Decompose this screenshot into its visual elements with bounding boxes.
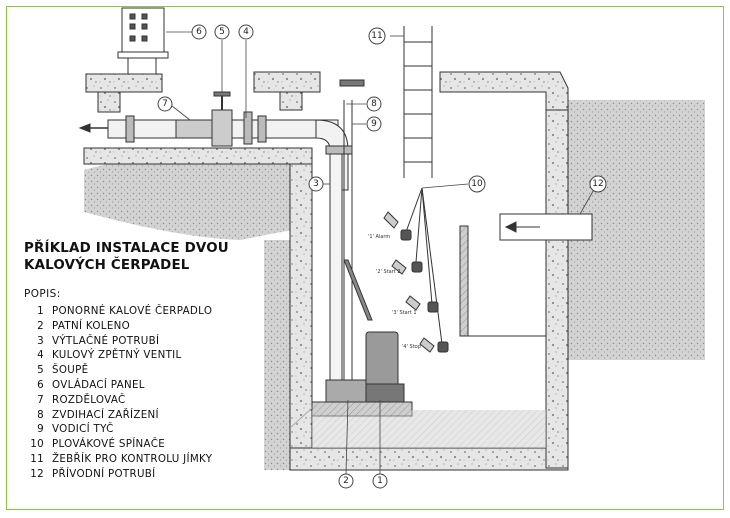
callout-10: 10: [468, 175, 486, 193]
float-label-start2: '2' Start 2: [376, 269, 401, 275]
svg-text:8: 8: [371, 99, 377, 109]
legend-heading: POPIS:: [24, 288, 61, 300]
callout-6: 6: [191, 24, 207, 40]
svg-text:9: 9: [371, 119, 377, 129]
ladder: [403, 26, 433, 178]
callout-12: 12: [589, 175, 607, 193]
callout-7: 7: [157, 96, 173, 112]
svg-text:2: 2: [343, 476, 349, 486]
svg-text:6: 6: [196, 27, 202, 37]
svg-text:11: 11: [371, 31, 382, 41]
title-line-1: PŘÍKLAD INSTALACE DVOU: [24, 241, 229, 256]
legend-block: PŘÍKLAD INSTALACE DVOU KALOVÝCH ČERPADEL…: [24, 240, 274, 482]
soil-left: [84, 156, 292, 470]
callout-11: 11: [368, 27, 386, 45]
svg-text:5: 5: [219, 27, 225, 37]
svg-text:12: 12: [592, 179, 603, 189]
title: PŘÍKLAD INSTALACE DVOU KALOVÝCH ČERPADEL: [24, 240, 274, 274]
callout-5: 5: [214, 24, 230, 40]
baffle: [459, 225, 546, 337]
float-label-alarm: '1' Alarm: [368, 234, 390, 240]
svg-text:4: 4: [243, 27, 249, 37]
svg-text:10: 10: [471, 179, 483, 189]
sump-walls: [83, 71, 569, 471]
callout-9: 9: [366, 116, 382, 132]
callout-1: 1: [372, 473, 388, 489]
callouts: 1 2 3 4 5 6 7 8 9 10 11 12: [157, 24, 607, 489]
callout-leaders: [166, 31, 597, 475]
svg-text:7: 7: [162, 99, 168, 109]
float-label-stop: '4' Stop: [402, 344, 421, 350]
green-frame: [6, 6, 724, 510]
callout-2: 2: [338, 473, 354, 489]
svg-text:3: 3: [313, 179, 319, 189]
float-switches: [383, 187, 449, 353]
float-labels: '1' Alarm '2' Start 2 '3' Start 1 '4' St…: [368, 234, 421, 350]
svg-text:1: 1: [377, 476, 383, 486]
callout-8: 8: [366, 96, 382, 112]
soil-right: [566, 100, 705, 360]
control-panel: [117, 7, 169, 74]
callout-3: 3: [308, 176, 324, 192]
callout-4: 4: [238, 24, 254, 40]
title-line-2: KALOVÝCH ČERPADEL: [24, 258, 190, 273]
sump-floor: [312, 410, 546, 448]
inlet-pipe: [499, 213, 593, 241]
float-label-start1: '3' Start 1: [392, 310, 417, 316]
